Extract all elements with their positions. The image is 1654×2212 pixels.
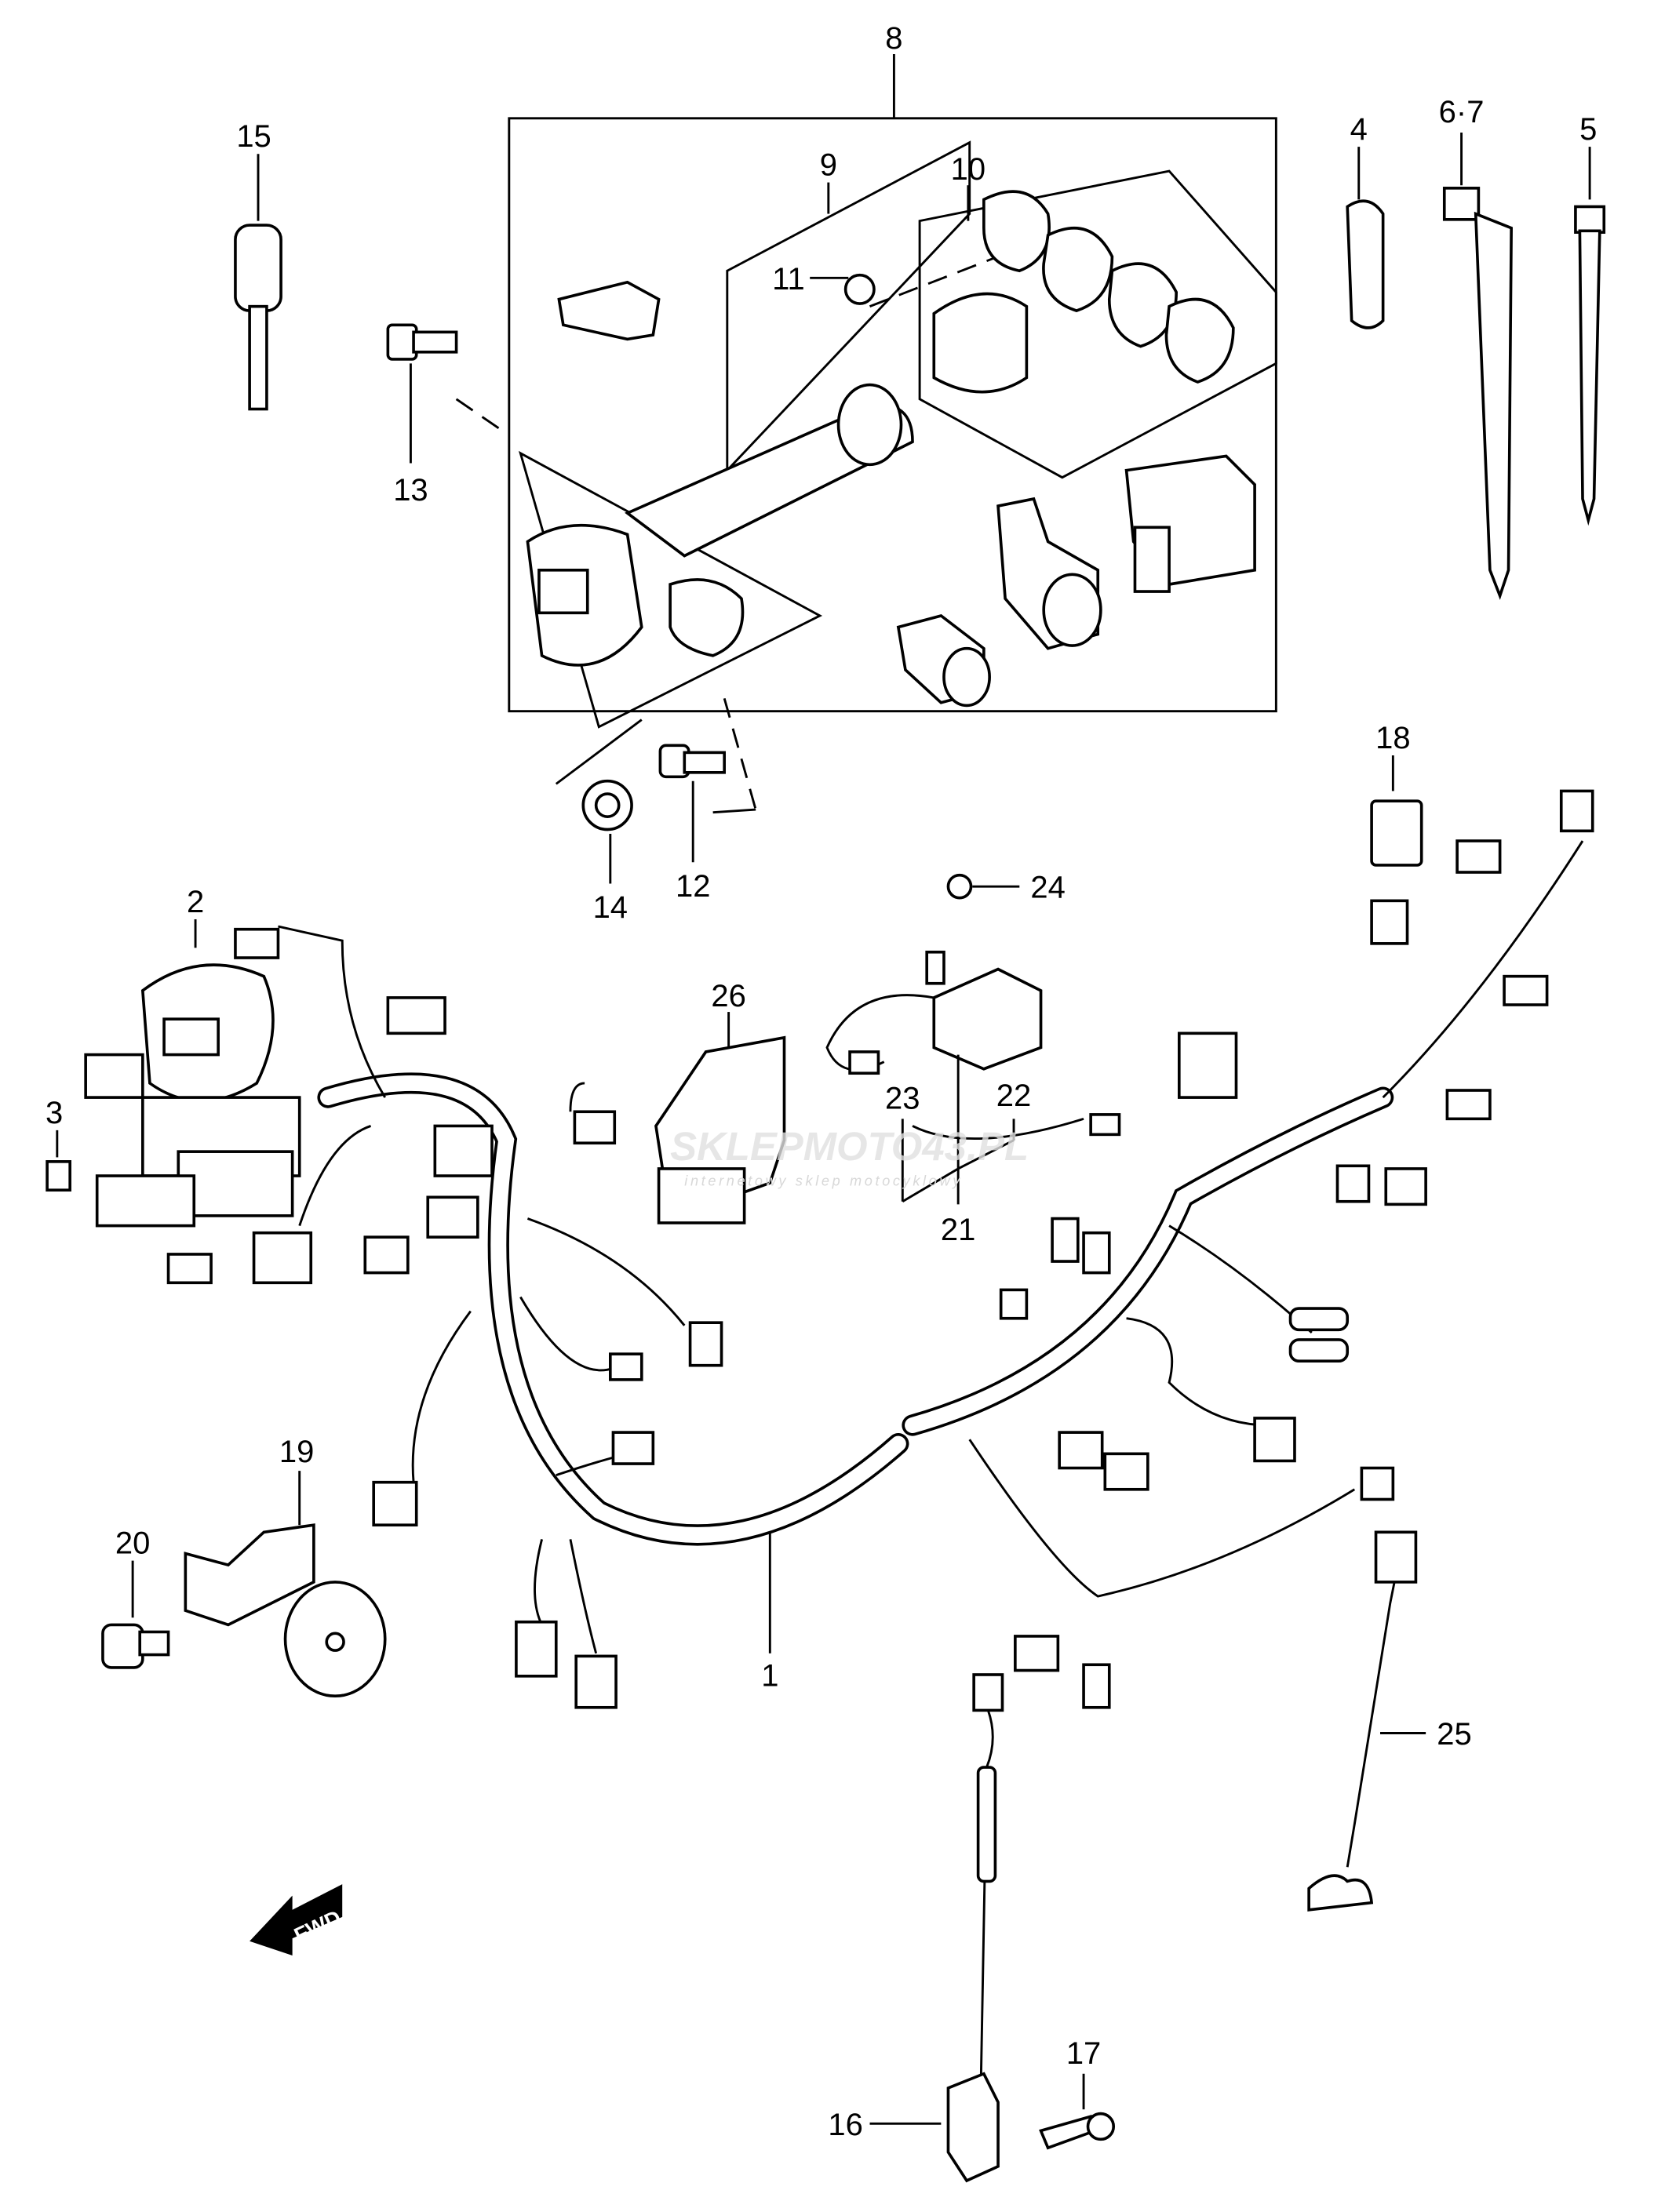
callout-16: 16 [828,2108,862,2142]
callout-22: 22 [996,1079,1031,1113]
lead-wire [1307,1530,1426,1912]
callout-2: 2 [187,885,204,919]
callout-15: 15 [236,119,271,154]
cable-ties [1346,132,1606,600]
callout-25: 25 [1437,1717,1471,1752]
callout-19: 19 [279,1435,314,1469]
callout-23: 23 [885,1082,920,1116]
callout-9: 9 [820,147,837,182]
horn [101,1471,387,1698]
callout-1: 1 [761,1659,778,1694]
callout-26: 26 [711,979,745,1013]
callout-24: 24 [1030,871,1065,905]
clamp-parts [932,190,1235,394]
callout-13: 13 [393,473,428,508]
ignition-switch-set-group [508,54,1277,729]
main-wiring-harness [84,789,1594,1709]
callout-6-7: 6·7 [1439,95,1485,129]
fuse-box [95,919,301,1228]
watermark: SKLEPMOTO43.PL internetowy sklep motocyk… [670,1124,1029,1189]
callout-11: 11 [772,262,804,297]
callout-18: 18 [1375,721,1410,755]
bolt-13 [386,323,503,464]
callout-10: 10 [951,152,985,187]
starter-relay [825,873,1121,1205]
watermark-brand: SKLEPMOTO43.PL [670,1124,1029,1169]
callout-labels: 1 2 3 4 5 6·7 8 9 10 11 12 13 14 15 16 1… [46,21,1597,2142]
callout-14: 14 [593,890,628,925]
callout-21: 21 [941,1213,975,1247]
callout-17: 17 [1066,2036,1101,2071]
nut-and-screw [555,697,757,884]
sensor-lead [869,1673,1116,2183]
watermark-tagline: internetowy sklep motocyklowy [684,1173,963,1189]
fuse [46,1130,71,1192]
callout-3: 3 [46,1096,63,1130]
callout-8: 8 [885,21,902,56]
key [234,154,282,411]
forward-direction-marker: FWD [250,1884,344,1956]
callout-12: 12 [676,869,710,904]
relay [1370,755,1423,867]
callout-4: 4 [1350,112,1368,147]
callout-20: 20 [115,1526,150,1561]
callout-5: 5 [1579,112,1597,147]
bracket [654,1012,786,1224]
